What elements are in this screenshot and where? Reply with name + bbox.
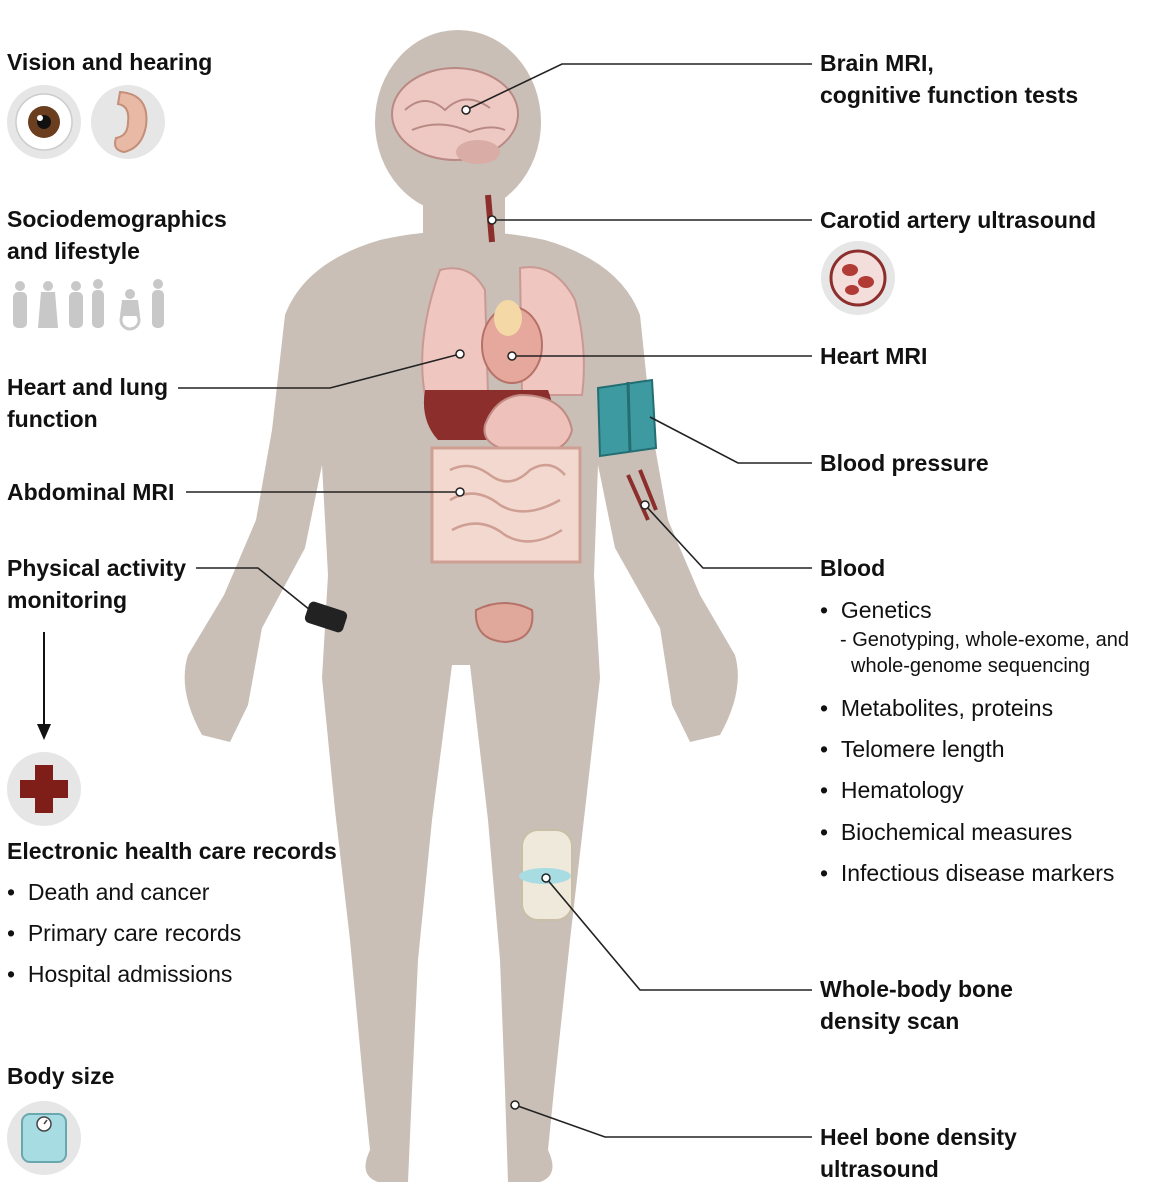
bp-cuff-icon: [596, 378, 658, 458]
physical-activity-line-2: monitoring: [7, 587, 128, 613]
bullet: •: [820, 597, 829, 623]
ehr-item: • Death and cancer: [7, 876, 209, 908]
eye-icon: [7, 85, 81, 159]
heel-density-line-2: ultrasound: [820, 1156, 939, 1182]
bone-density-line-1: Whole-body bone: [820, 976, 1013, 1002]
ehr-item-text: Hospital admissions: [27, 961, 233, 987]
bullet: •: [7, 920, 16, 946]
carotid-label: Carotid artery ultrasound: [820, 207, 1097, 233]
bullet: •: [7, 879, 16, 905]
connector-lines: [178, 63, 812, 1138]
bullet: •: [7, 961, 16, 987]
blood-item: • Hematology: [820, 774, 964, 806]
blood-item: • Biochemical measures: [820, 816, 1072, 848]
heart-illustration: [481, 300, 543, 384]
blood-item-text: Biochemical measures: [840, 819, 1073, 845]
physical-activity-line-1: Physical activity: [7, 555, 186, 581]
wristband-icon: [304, 601, 348, 633]
blood-item-text: Telomere length: [840, 736, 1005, 762]
heart-mri-label: Heart MRI: [820, 343, 928, 369]
bullet: •: [820, 695, 829, 721]
liver-stomach-illustration: [423, 390, 574, 454]
sociodemographics-label: Sociodemographics and lifestyle: [7, 203, 227, 267]
ehr-title: Electronic health care records: [7, 838, 337, 864]
sociodemographics-line-2: and lifestyle: [7, 238, 140, 264]
intestines-illustration: [430, 446, 582, 564]
ehr-item: • Hospital admissions: [7, 958, 232, 990]
bone-density-line-2: density scan: [820, 1008, 960, 1034]
connector-dots: [455, 105, 650, 1110]
genetics-sub-line-2: whole-genome sequencing: [851, 655, 1091, 677]
blood-item-text: Genetics: [840, 597, 932, 623]
vision-hearing-label: Vision and hearing: [7, 49, 213, 75]
human-body-silhouette: [184, 30, 738, 1182]
blood-item-genetics: • Genetics: [820, 594, 932, 626]
blood-item: • Metabolites, proteins: [820, 692, 1053, 724]
ehr-item-text: Primary care records: [27, 920, 242, 946]
scale-icon: [7, 1101, 81, 1175]
genetics-sub-line-1: - Genotyping, whole-exome, and: [840, 629, 1130, 651]
ear-icon: [91, 85, 165, 159]
blood-draw-icon: [626, 469, 658, 521]
genetics-subitem: - Genotyping, whole-exome, and whole-gen…: [840, 627, 1129, 679]
ehr-item: • Primary care records: [7, 917, 241, 949]
brain-illustration: [391, 67, 519, 164]
brain-mri-label: Brain MRI, cognitive function tests: [820, 47, 1078, 111]
physical-activity-label: Physical activity monitoring: [7, 552, 186, 616]
blood-item: • Telomere length: [820, 733, 1005, 765]
body-size-label: Body size: [7, 1063, 115, 1089]
blood-item: • Infectious disease markers: [820, 857, 1114, 889]
bullet: •: [820, 819, 829, 845]
bladder-illustration: [474, 602, 534, 644]
people-silhouettes-icon: [13, 279, 164, 331]
ehr-item-text: Death and cancer: [27, 879, 210, 905]
blood-pressure-label: Blood pressure: [820, 450, 989, 476]
heel-density-label: Heel bone density ultrasound: [820, 1121, 1017, 1185]
heart-lung-label: Heart and lung function: [7, 371, 168, 435]
bullet: •: [820, 736, 829, 762]
blood-label: Blood: [820, 555, 886, 581]
blood-item-text: Infectious disease markers: [840, 860, 1115, 886]
brain-mri-line-1: Brain MRI,: [820, 50, 934, 76]
blood-item-text: Metabolites, proteins: [840, 695, 1054, 721]
sociodemographics-line-1: Sociodemographics: [7, 206, 227, 232]
down-arrow-icon: [37, 632, 51, 740]
brain-mri-line-2: cognitive function tests: [820, 82, 1079, 108]
bullet: •: [820, 777, 829, 803]
bone-density-label: Whole-body bone density scan: [820, 973, 1013, 1037]
bullet: •: [820, 860, 829, 886]
blood-cells-icon: [821, 241, 895, 315]
abdominal-mri-label: Abdominal MRI: [7, 479, 175, 505]
red-cross-icon: [7, 752, 81, 826]
heel-density-line-1: Heel bone density: [820, 1124, 1017, 1150]
blood-item-text: Hematology: [840, 777, 964, 803]
heart-lung-line-1: Heart and lung: [7, 374, 169, 400]
heart-lung-line-2: function: [7, 406, 98, 432]
